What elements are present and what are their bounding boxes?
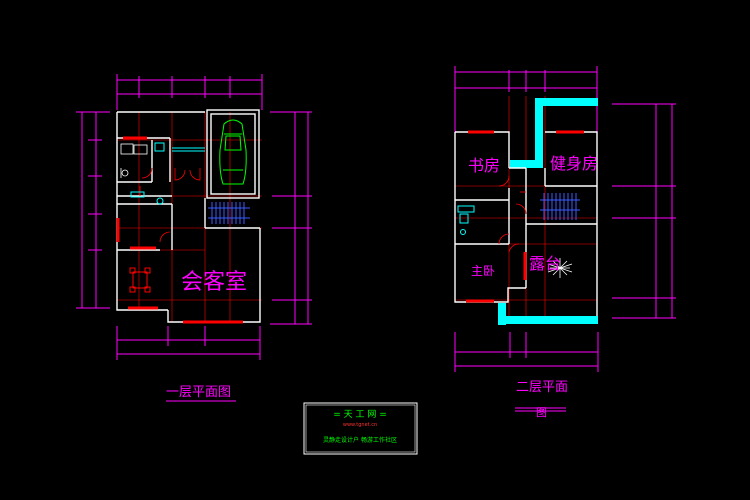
- stamp-border: [303, 402, 418, 455]
- terrace-label: 露台: [529, 254, 561, 273]
- floor-2-parapet: [498, 98, 598, 325]
- plant-icon: [547, 258, 573, 278]
- floor-1-plan: 会客室 一层平面图: [76, 74, 312, 402]
- floor-2-title-line2: 图: [536, 406, 547, 419]
- gym-label: 健身房: [550, 154, 598, 173]
- floor-2-stairs: [540, 193, 580, 220]
- floor-2-bath-fixtures: [457, 205, 475, 235]
- master-bedroom-label: 主卧: [471, 264, 495, 278]
- floor-2-dimensions: [454, 66, 676, 372]
- floor-1-title: 一层平面图: [166, 385, 231, 400]
- floor-1-fixtures: [130, 142, 205, 205]
- study-label: 书房: [468, 156, 500, 175]
- title-stamp: = 天 工 网 = www.tgnet.cn 灵静走设计户 畅游工作社区: [303, 402, 418, 455]
- dining-table-icon: [129, 267, 151, 293]
- living-room-label: 会客室: [181, 270, 247, 295]
- floor-2-title-line1: 二层平面: [516, 380, 568, 395]
- stamp-title: = 天 工 网 =: [333, 409, 387, 420]
- floor-1-bath-fixtures: [120, 143, 148, 178]
- stamp-slogan: 灵静走设计户 畅游工作社区: [323, 436, 397, 444]
- floor-1-stairs: [208, 202, 250, 224]
- floor-1-dimensions: [76, 74, 312, 360]
- floor-2-windows: [466, 130, 584, 303]
- floor-2-doors: [498, 175, 527, 253]
- stamp-url: www.tgnet.cn: [343, 422, 377, 428]
- floor-1-doors: [139, 167, 201, 243]
- floor-2-plan: 书房 健身房 主卧 露台 二层平面 图: [454, 66, 676, 419]
- car-icon: [219, 119, 247, 185]
- stamp-inner-border: [305, 404, 416, 453]
- floor-1-windows: [116, 136, 243, 324]
- floor-2-walls: [454, 131, 598, 316]
- floor-1-walls: [116, 109, 261, 323]
